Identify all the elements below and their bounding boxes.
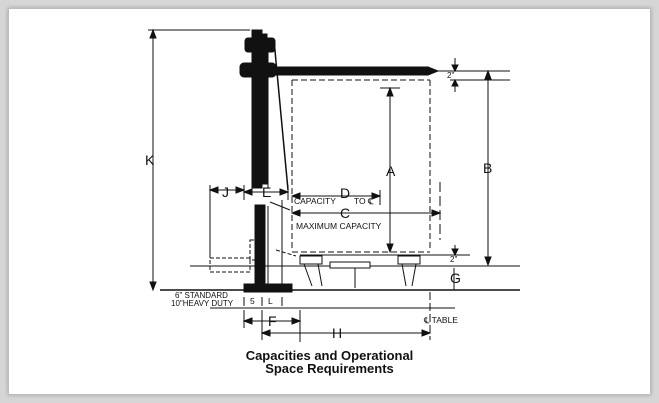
label-b: B [483,160,492,176]
label-2in-bottom: 2" [450,255,457,264]
label-capacity: CAPACITY [294,196,336,206]
base-plate [243,283,293,293]
label-k: K [145,152,155,168]
column-upper [251,29,263,189]
label-heavy-duty: 10"HEAVY DUTY [171,299,234,308]
boom-arm [275,66,429,76]
label-a: A [386,163,396,179]
label-d: D [340,185,350,201]
label-2in-top: 2" [447,71,454,80]
label-cl-table: ℄ TABLE [423,315,458,325]
label-standard: 6" STANDARD [175,291,228,300]
label-e: E [262,184,271,200]
label-to-cl: TO ℄ [354,196,374,206]
positioner-table [299,255,421,288]
label-c: C [340,205,350,221]
label-g: G [450,270,461,286]
caption-line-1: Capacities and Operational [245,348,414,363]
caption-line-2: Space Requirements [265,361,394,376]
label-j: J [222,184,229,200]
label-max-capacity: MAXIMUM CAPACITY [296,221,382,231]
label-five: 5 [250,296,255,306]
label-l: L [268,296,273,306]
label-f: F [268,313,277,329]
label-h: H [332,325,342,341]
